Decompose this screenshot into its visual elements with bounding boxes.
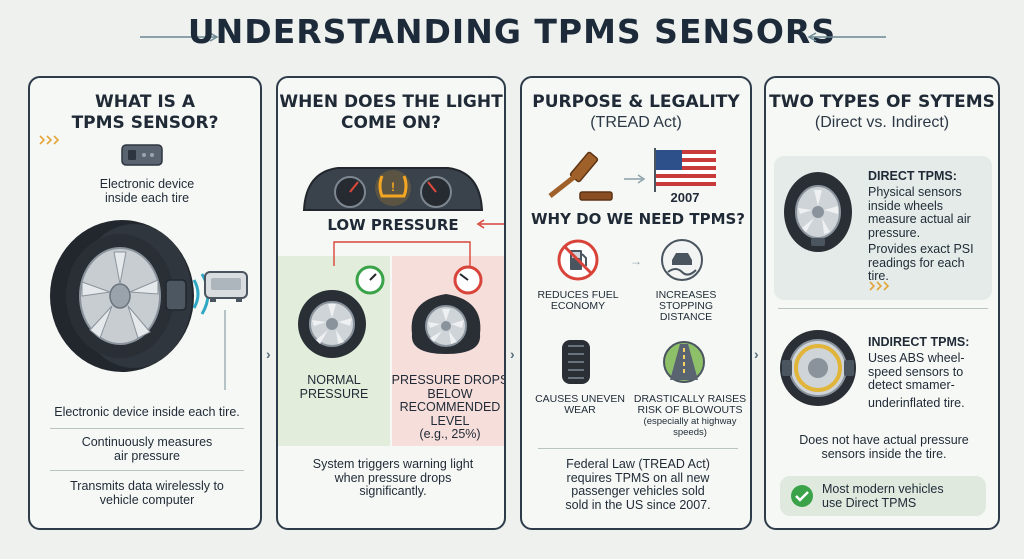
title-arrow-left-icon: [140, 32, 219, 42]
sensor-chip-icon: [121, 144, 163, 166]
direct-tpms-text: Physical sensors inside wheels measure a…: [868, 185, 974, 283]
us-flag-icon: [654, 148, 716, 192]
divider: [778, 308, 988, 309]
chevron-right-icon: ›: [266, 346, 271, 362]
connector-line: [224, 310, 226, 390]
point-device: Electronic device inside each tire.: [54, 405, 240, 419]
federal-law-text: Federal Law (TREAD Act) requires TPMS on…: [565, 457, 711, 512]
panel-two-types: TWO TYPES OF SYTEMS (Direct vs. Indirect…: [764, 76, 1000, 530]
title-arrow-right-icon: [807, 32, 886, 42]
dashboard-warning-icon: !: [302, 167, 484, 211]
panel-when-light: WHEN DOES THE LIGHT COME ON? ! LOW PRESS…: [276, 76, 506, 530]
connector-line: [333, 241, 471, 266]
worn-tire-icon: [562, 340, 590, 384]
indirect-note: Does not have actual pressure sensors in…: [799, 433, 969, 461]
panel3-title: PURPOSE & LEGALITY: [532, 92, 740, 112]
low-pressure-label: LOW PRESSURE: [327, 216, 459, 234]
chevrons-icon: [869, 281, 890, 291]
stopping-distance-label: INCREASES STOPPING DISTANCE: [655, 289, 717, 323]
modern-vehicles-callout: [780, 476, 986, 516]
car-computer-icon: [204, 271, 248, 302]
point-transmits: Transmits data wirelessly to vehicle com…: [70, 479, 224, 507]
panel-purpose-legality: PURPOSE & LEGALITY (TREAD Act) 2007 WHY …: [520, 76, 752, 530]
check-circle-icon: [791, 485, 813, 507]
panel2-title: WHEN DOES THE LIGHT COME ON?: [279, 92, 503, 133]
pressure-drops-label: PRESSURE DROPS BELOW RECOMMENDED LEVEL (…: [391, 373, 506, 441]
highway-icon: [663, 341, 705, 383]
sensor-caption: Electronic device inside each tire: [99, 177, 195, 205]
arrow-left-icon: [476, 219, 504, 229]
indirect-wheel-sensor-icon: [780, 330, 856, 406]
normal-pressure-label: NORMAL PRESSURE: [299, 373, 369, 401]
panel4-subtitle: (Direct vs. Indirect): [814, 114, 950, 131]
modern-vehicles-text: Most modern vehicles use Direct TPMS: [822, 482, 944, 510]
divider: [50, 470, 244, 471]
arrow-right-icon: [624, 174, 646, 184]
flat-tire-icon: [411, 265, 483, 354]
chevrons-icon: [39, 135, 60, 145]
chevron-right-icon: ›: [754, 346, 759, 362]
indirect-tpms-title: INDIRECT TPMS:: [868, 335, 970, 349]
point-measures: Continuously measures air pressure: [81, 435, 213, 463]
divider: [538, 448, 738, 449]
uneven-wear-label: CAUSES UNEVEN WEAR: [535, 393, 625, 416]
normal-tire-icon: [298, 265, 385, 358]
panel1-title: WHAT IS A TPMS SENSOR?: [71, 92, 219, 133]
tire-with-sensor-icon: [50, 220, 210, 372]
panel-what-is-tpms: WHAT IS A TPMS SENSOR? Electronic device…: [28, 76, 262, 530]
panel3-subtitle: (TREAD Act): [590, 114, 682, 131]
reduces-fuel-label: REDUCES FUEL ECONOMY: [537, 289, 619, 312]
indirect-tpms-text: Uses ABS wheel- speed sensors to detect …: [868, 351, 965, 410]
chevron-right-icon: ›: [510, 346, 515, 362]
year-label: 2007: [670, 190, 700, 205]
page-title: UNDERSTANDING TPMS SENSORS: [187, 12, 837, 51]
fuel-prohibited-icon: [557, 239, 599, 281]
arrow-right-icon: →: [630, 254, 642, 268]
panel4-title: TWO TYPES OF SYTEMS: [769, 92, 995, 112]
why-tpms-heading: WHY DO WE NEED TPMS?: [531, 210, 745, 228]
skidding-car-icon: [661, 239, 703, 281]
divider: [50, 428, 244, 429]
direct-tire-icon: [784, 172, 852, 252]
warning-explanation: System triggers warning light when press…: [312, 457, 474, 498]
direct-tpms-title: DIRECT TPMS:: [868, 169, 957, 183]
blowout-risk-label: DRASTICALLY RAISES RISK OF BLOWOUTS (esp…: [633, 393, 747, 439]
gavel-icon: [548, 151, 613, 201]
svg-text:!: !: [391, 180, 395, 194]
